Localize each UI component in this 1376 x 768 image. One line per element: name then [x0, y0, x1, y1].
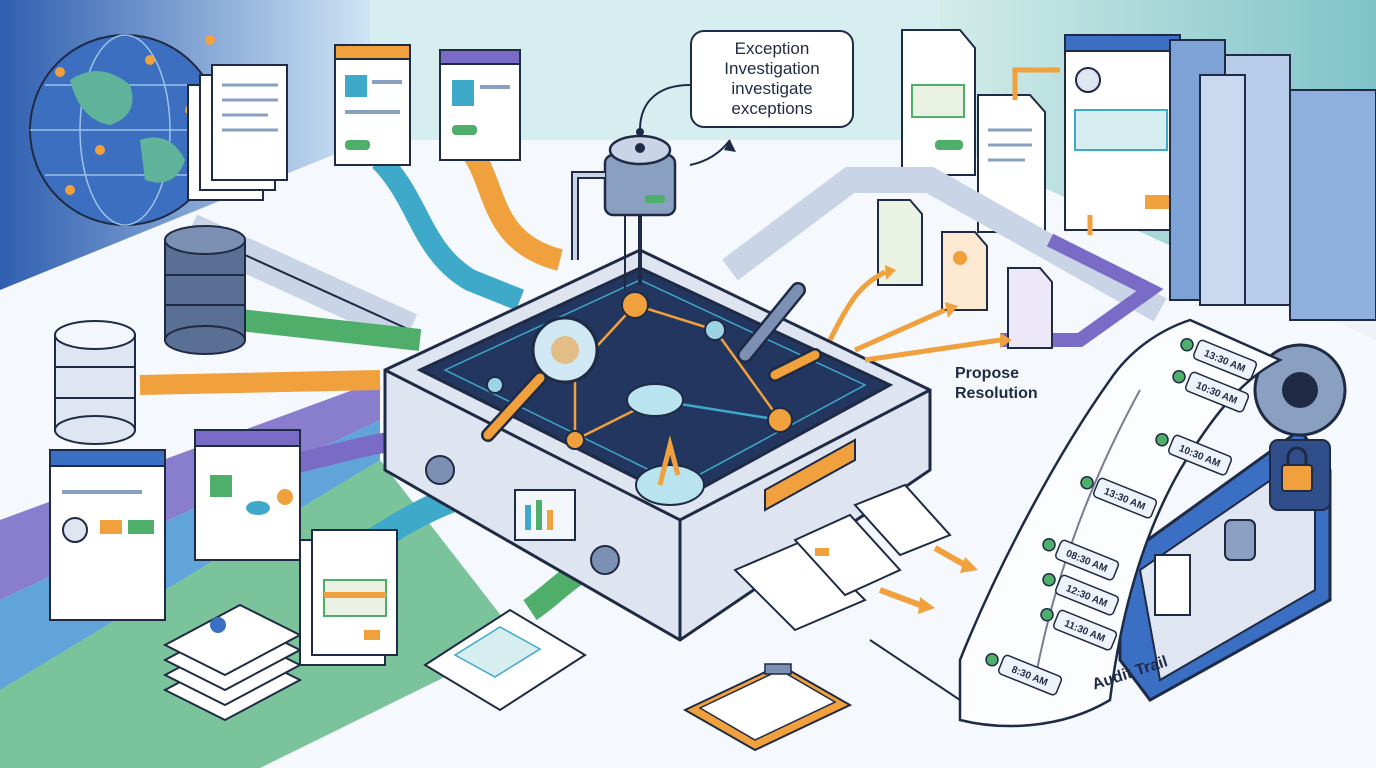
output-documents	[827, 199, 1053, 363]
timestamp-node	[1040, 608, 1054, 622]
timestamp-tag: 13:30 AM	[1180, 338, 1258, 381]
timestamp-node	[1042, 538, 1056, 552]
browser-window-left-1	[49, 449, 166, 621]
clipboard-icon	[682, 663, 853, 752]
sensor-device	[571, 134, 677, 290]
database-icon-upper	[164, 225, 246, 355]
audit-printer	[1118, 343, 1347, 702]
browser-window-top-2	[439, 49, 521, 161]
timestamp-box	[1053, 609, 1118, 651]
propose-resolution-label: Propose Resolution	[955, 364, 1038, 404]
timestamp-node	[1180, 338, 1194, 352]
browser-window-top-1	[334, 44, 411, 166]
timestamp-tag: 10:30 AM	[1172, 370, 1250, 413]
timestamp-node	[1080, 476, 1094, 490]
callout-line-3: investigate	[731, 79, 813, 98]
browser-window-top-right	[1064, 34, 1181, 231]
spreadsheet-document-top-right	[901, 29, 976, 176]
sync-arrow	[1012, 67, 1060, 100]
timestamp-box	[1168, 434, 1233, 476]
timestamp-box	[1055, 574, 1120, 616]
browser-window-left-2	[194, 429, 301, 561]
timestamp-box	[1055, 539, 1120, 581]
timestamp-tag: 08:30 AM	[1042, 538, 1120, 581]
timestamp-box	[1193, 339, 1258, 381]
exception-investigation-callout: Exception Investigation investigate exce…	[690, 30, 854, 128]
propose-line-1: Propose	[955, 365, 1020, 382]
timestamp-box	[1093, 477, 1158, 519]
callout-arrow	[689, 139, 731, 166]
globe-icon	[29, 34, 221, 226]
timestamp-node	[1172, 370, 1186, 384]
city-buildings	[1169, 39, 1376, 321]
timestamp-node	[1042, 573, 1056, 587]
document-stack-top-left	[187, 64, 288, 201]
timestamp-box	[998, 654, 1063, 696]
spreadsheet-stack	[299, 529, 398, 666]
timestamp-box	[1185, 371, 1250, 413]
callout-line-2: Investigation	[724, 59, 820, 78]
timestamp-node	[985, 653, 999, 667]
callout-connector	[639, 84, 691, 131]
spreadsheet-paper-bottom	[423, 608, 587, 712]
callout-line-4: exceptions	[731, 99, 813, 118]
callout-line-1: Exception	[734, 39, 810, 58]
propose-line-2: Resolution	[955, 385, 1038, 402]
document-page-top-right	[977, 94, 1046, 233]
timestamp-node	[1155, 433, 1169, 447]
lock-icon	[1281, 446, 1313, 492]
database-icon-lower	[54, 320, 136, 445]
output-slips	[733, 483, 978, 632]
